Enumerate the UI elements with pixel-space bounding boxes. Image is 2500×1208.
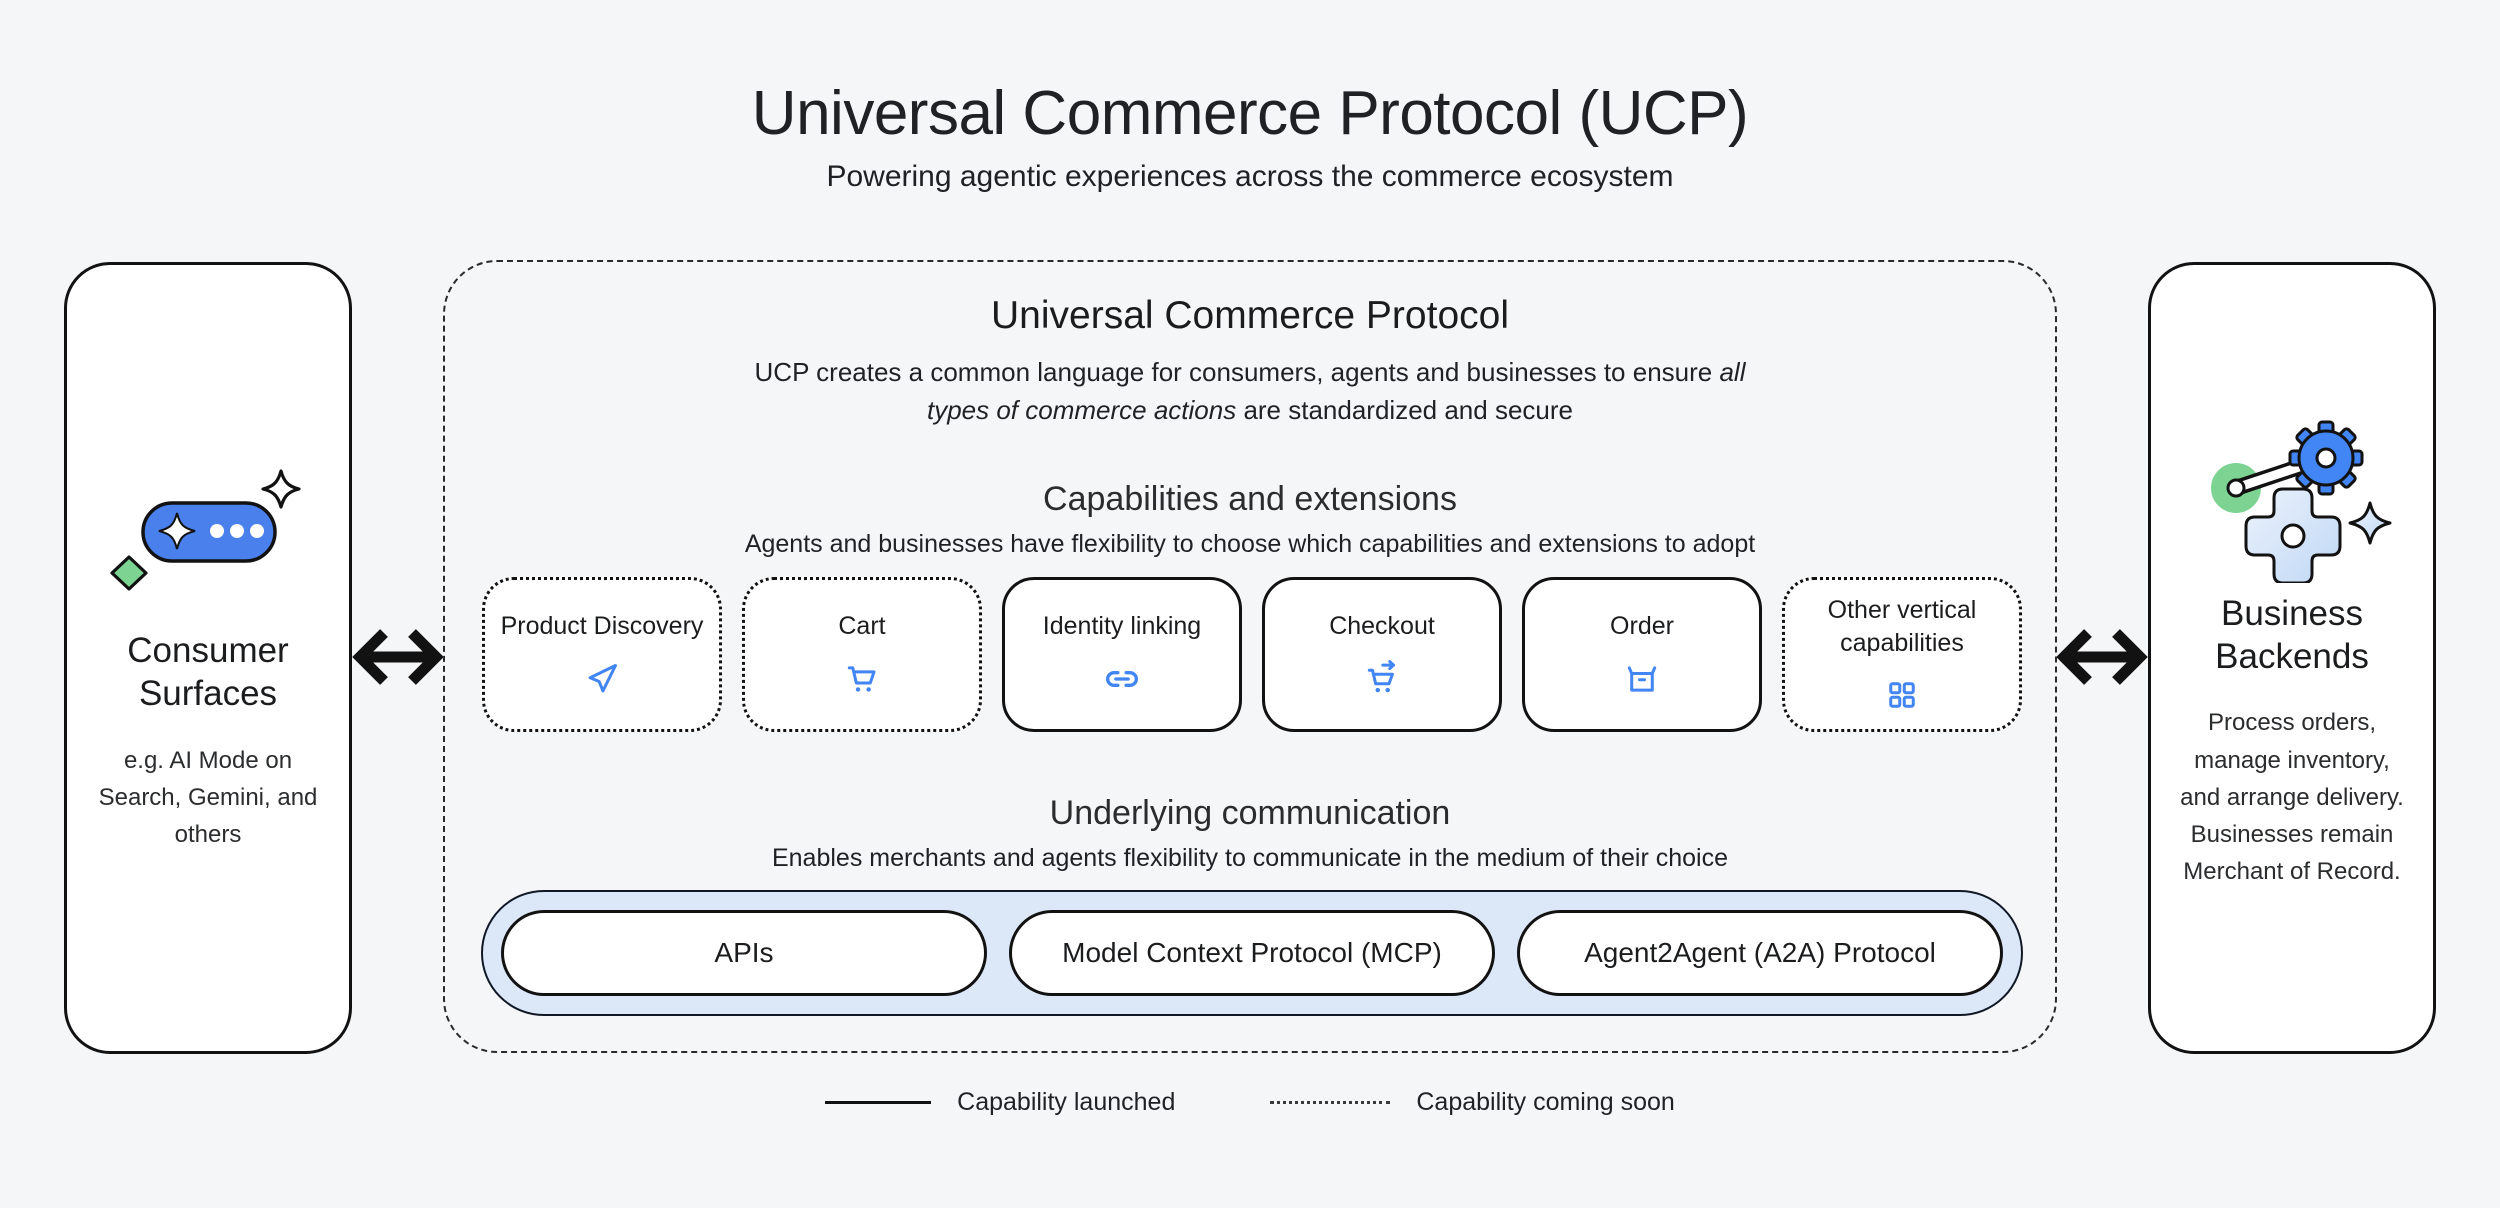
ucp-title: Universal Commerce Protocol: [991, 294, 1509, 337]
right-bidirectional-arrow-icon: [2056, 624, 2148, 695]
ucp-description-italic: all types of commerce actions: [926, 357, 1746, 425]
capability-label: Other vertical capabilities: [1827, 596, 1977, 657]
legend-item-launched: Capability launched: [825, 1088, 1175, 1117]
capability-label: Order: [1610, 612, 1674, 641]
consumer-surfaces-title: Consumer Surfaces: [127, 630, 289, 714]
consumer-surfaces-description: e.g. AI Mode on Search, Gemini, and othe…: [98, 746, 318, 848]
capability-other-vertical: Other vertical capabilities: [1782, 577, 2022, 732]
grid-icon: [1884, 675, 1920, 715]
solid-line-icon: [825, 1101, 932, 1104]
ai-chat-pill-icon: [103, 463, 313, 603]
ucp-description: UCP creates a common language for consum…: [740, 354, 1760, 429]
consumer-surfaces-panel: Consumer Surfaces e.g. AI Mode on Search…: [64, 262, 352, 1054]
link-icon: [1102, 659, 1142, 699]
capability-identity-linking: Identity linking: [1002, 577, 1242, 732]
checkout-cart-icon: [1363, 659, 1401, 699]
communication-band: APIs Model Context Protocol (MCP) Agent2…: [481, 890, 2023, 1016]
capability-label: Product Discovery: [500, 612, 704, 641]
legend-coming-soon-label: Capability coming soon: [1416, 1088, 1675, 1116]
page-title: Universal Commerce Protocol (UCP): [751, 79, 1749, 148]
dotted-line-icon: [1270, 1101, 1391, 1104]
protocol-pill-a2a: Agent2Agent (A2A) Protocol: [1517, 910, 2003, 996]
ucp-container: Universal Commerce Protocol UCP creates …: [443, 260, 2057, 1053]
legend-launched-label: Capability launched: [957, 1088, 1176, 1116]
business-backends-title: Business Backends: [2215, 593, 2369, 677]
capability-label: Cart: [838, 612, 886, 641]
business-backends-panel: Business Backends Process orders, manage…: [2148, 262, 2436, 1054]
capability-product-discovery: Product Discovery: [482, 577, 722, 732]
capability-cart: Cart: [742, 577, 982, 732]
capability-order: Order: [1522, 577, 1762, 732]
legend: Capability launched Capability coming so…: [0, 1088, 2500, 1117]
shopping-cart-icon: [843, 659, 881, 699]
capabilities-row: Product Discovery Cart Identity linking: [482, 577, 2022, 732]
capability-label: Checkout: [1329, 612, 1435, 641]
ucp-description-suffix: are standardized and secure: [1236, 394, 1573, 425]
protocol-pill-apis: APIs: [501, 910, 987, 996]
capability-label: Identity linking: [1042, 612, 1202, 641]
ucp-description-prefix: UCP creates a common language for consum…: [754, 357, 1720, 387]
capabilities-section-subtitle: Agents and businesses have flexibility t…: [744, 530, 1756, 558]
business-backends-description: Process orders, manage inventory, and ar…: [2180, 709, 2404, 886]
protocol-pill-mcp: Model Context Protocol (MCP): [1009, 910, 1495, 996]
gears-automation-icon: [2190, 420, 2395, 584]
order-box-icon: [1623, 659, 1661, 699]
send-icon: [583, 659, 621, 699]
communication-section-title: Underlying communication: [1049, 794, 1451, 832]
left-bidirectional-arrow-icon: [352, 624, 444, 695]
capability-checkout: Checkout: [1262, 577, 1502, 732]
capabilities-section-title: Capabilities and extensions: [1043, 480, 1457, 518]
legend-item-coming-soon: Capability coming soon: [1270, 1088, 1675, 1117]
page-subtitle: Powering agentic experiences across the …: [826, 160, 1674, 193]
communication-section-subtitle: Enables merchants and agents flexibility…: [771, 844, 1729, 872]
